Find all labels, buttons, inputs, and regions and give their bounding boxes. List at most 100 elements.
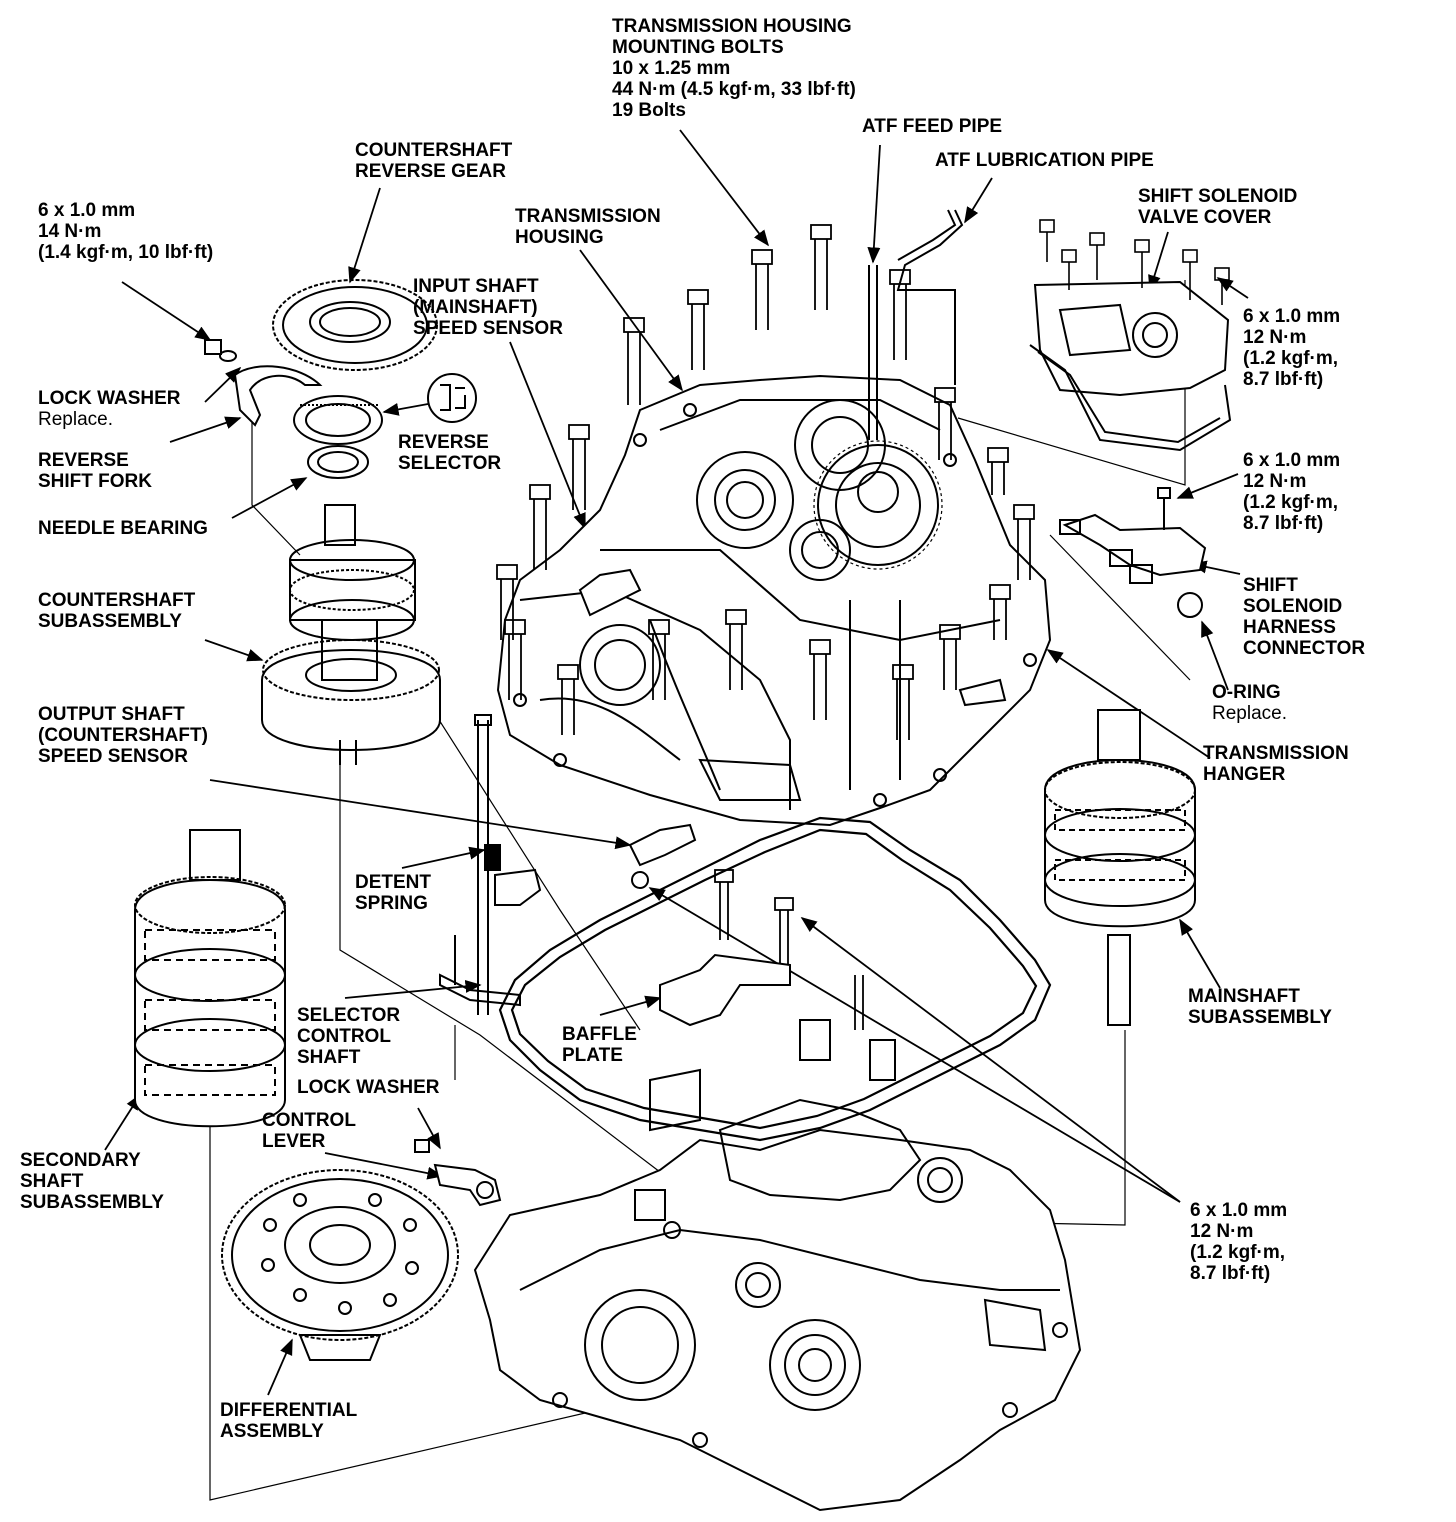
bolt [934,387,956,460]
leader-output-sensor [209,779,632,850]
leader-lower-bolt-b [648,887,1181,1203]
label-line: SHIFT [1243,575,1298,596]
leader-reverse-selector [382,403,429,416]
input-shaft-speed-sensor [578,568,642,617]
label-line: ASSEMBLY [220,1421,324,1442]
leader-solenoid-cover [1148,231,1169,292]
leader-lock-washer-top [204,366,242,403]
label-line: TRANSMISSION [1203,743,1349,764]
label-selector-control-shaft: SELECTOR CONTROL SHAFT [297,1005,400,1068]
leader-differential [267,1338,293,1396]
label-shift-solenoid-valve-cover: SHIFT SOLENOID VALVE COVER [1138,186,1297,228]
leader-control-lever [324,1152,444,1180]
bolt [496,564,518,640]
label-line: MOUNTING BOLTS [612,37,784,58]
leader-secondary-shaft [104,1093,141,1151]
atf-lubrication-pipe [896,209,964,385]
leader-cs-reverse-gear [348,187,381,284]
detent-spring [484,844,542,906]
shift-solenoid-harness-connector [1059,487,1207,618]
bolt [568,424,590,510]
leader-o-ring [1201,620,1229,691]
lower-transmission-case [473,1019,1082,1512]
label-line: HARNESS [1243,617,1336,638]
bolt [987,447,1009,495]
baffle-plate [659,953,791,1027]
label-line: SHIFT FORK [38,471,152,492]
label-transmission-hanger: TRANSMISSION HANGER [1203,743,1349,785]
label-atf-lubrication-pipe: ATF LUBRICATION PIPE [935,150,1154,171]
differential-assembly [221,1169,459,1361]
bolt [989,584,1011,640]
bolt [809,639,831,720]
reverse-selector-symbol [427,373,477,423]
needle-bearing [307,445,369,479]
housing-gear-teeth [813,440,943,570]
label-cover-bolt-spec: 6 x 1.0 mm 12 N·m (1.2 kgf·m, 8.7 lbf·ft… [1243,306,1340,390]
label-countershaft-reverse-gear: COUNTERSHAFT REVERSE GEAR [355,140,512,182]
leader-housing [579,249,683,392]
countershaft-subassembly [261,504,441,765]
leader-atf-lube-pipe [964,177,993,224]
countershaft-reverse-gear [272,279,438,371]
label-line: 12 N·m [1243,471,1307,492]
label-secondary-shaft-subassembly: SECONDARY SHAFT SUBASSEMBLY [20,1150,164,1213]
label-line: SELECTOR [398,453,502,474]
bolt [557,664,579,735]
label-line: DIFFERENTIAL [220,1400,358,1421]
label-input-shaft-speed-sensor: INPUT SHAFT (MAINSHAFT) SPEED SENSOR [413,276,563,339]
leader-harness-bolt [1176,473,1239,499]
leader-housing-bolts [679,129,769,247]
label-line: BAFFLE [562,1024,637,1045]
label-line: TRANSMISSION HOUSING [612,16,852,37]
label-line: SHIFT SOLENOID [1138,186,1298,207]
bolt [892,664,914,740]
label-line: SELECTOR [297,1005,401,1026]
mainshaft-subassembly [1044,709,1196,1026]
lower-bolts [714,869,864,1030]
bolt [504,619,526,700]
label-line: INPUT SHAFT [413,276,539,297]
label-line: SPEED SENSOR [413,318,563,339]
label-line: 10 x 1.25 mm [612,58,731,79]
label-line: HANGER [1203,764,1286,785]
bolt [623,317,645,405]
label-line: LOCK WASHER [38,388,181,409]
secondary-shaft-subassembly [134,829,286,1128]
transmission-housing [496,374,1052,827]
bolt [810,224,832,310]
leader-mainshaft [1179,918,1221,989]
label-line: (MAINSHAFT) [413,297,538,318]
label-line: SPRING [355,893,428,914]
bolt [648,619,670,700]
leader-selector-shaft [344,979,482,999]
cover-bolts [1039,219,1230,305]
housing-bolts [496,224,1035,740]
label-line: 19 Bolts [612,100,686,121]
label-lock-washer-top: LOCK WASHER Replace. [38,388,181,430]
leader-atf-feed-pipe [867,144,881,264]
bolt [1013,504,1035,580]
label-line: VALVE COVER [1138,207,1272,228]
shift-solenoid-valve-cover [1029,219,1232,452]
bolt [939,624,961,690]
label-line: SUBASSEMBLY [38,611,182,632]
leader-lines [104,129,1249,1396]
label-line: 6 x 1.0 mm [1243,306,1341,327]
label-harness-bolt-spec: 6 x 1.0 mm 12 N·m (1.2 kgf·m, 8.7 lbf·ft… [1243,450,1340,534]
label-line: 6 x 1.0 mm [38,200,136,221]
bolt [529,484,551,570]
label-line: CONTROL [262,1110,356,1131]
leader-cover-bolt [1216,277,1249,299]
label-line: HOUSING [515,227,604,248]
label-differential-assembly: DIFFERENTIAL ASSEMBLY [220,1400,357,1442]
leader-countershaft [204,639,264,662]
bolt [725,609,747,690]
label-line: CONTROL [297,1026,391,1047]
label-control-lever: CONTROL LEVER [262,1110,356,1152]
bolt [751,249,773,330]
label-o-ring: O-RING Replace. [1212,682,1287,724]
leader-needle-bearing [231,477,308,519]
output-shaft-speed-sensor [628,823,697,889]
